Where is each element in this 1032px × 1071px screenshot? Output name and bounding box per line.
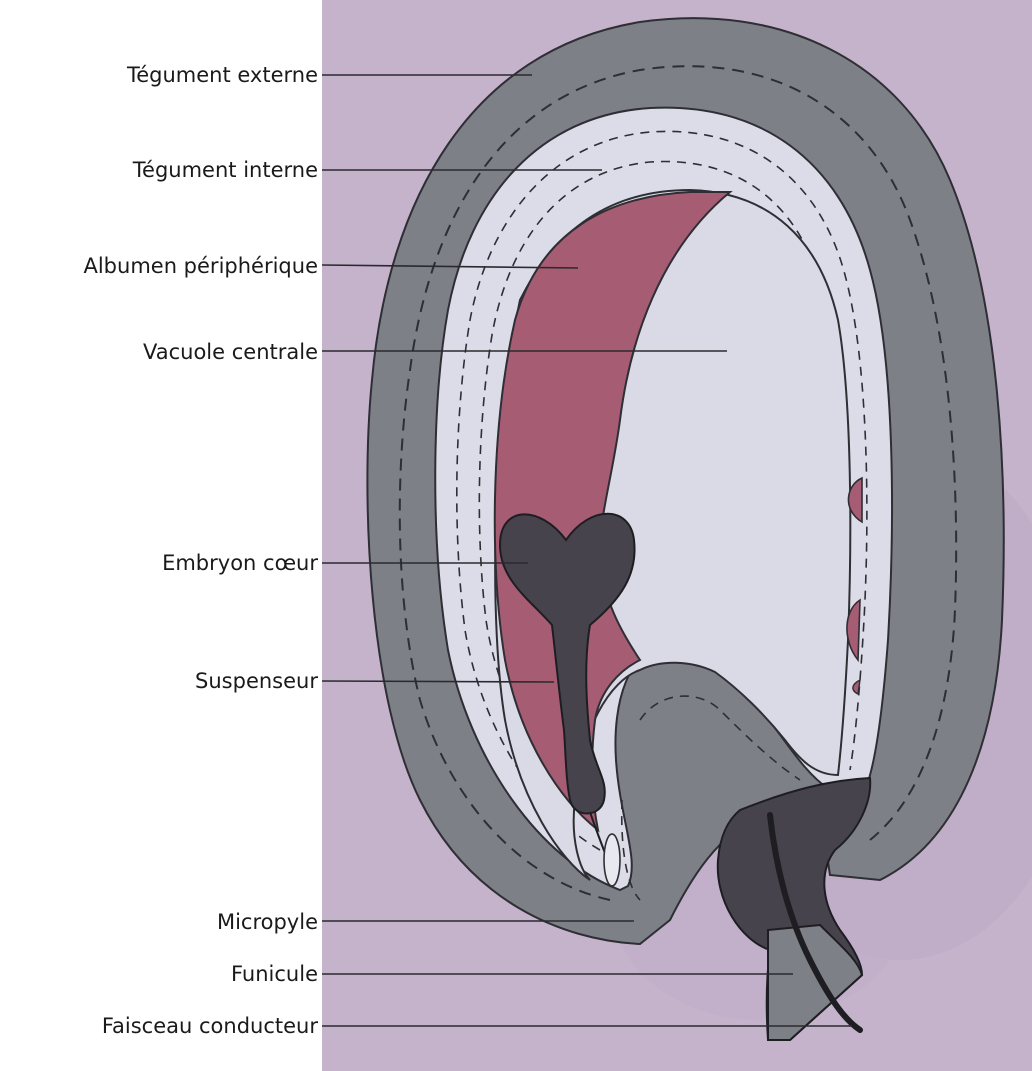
micropyle-opening [604, 834, 620, 886]
leader-line-suspenseur [322, 681, 554, 682]
